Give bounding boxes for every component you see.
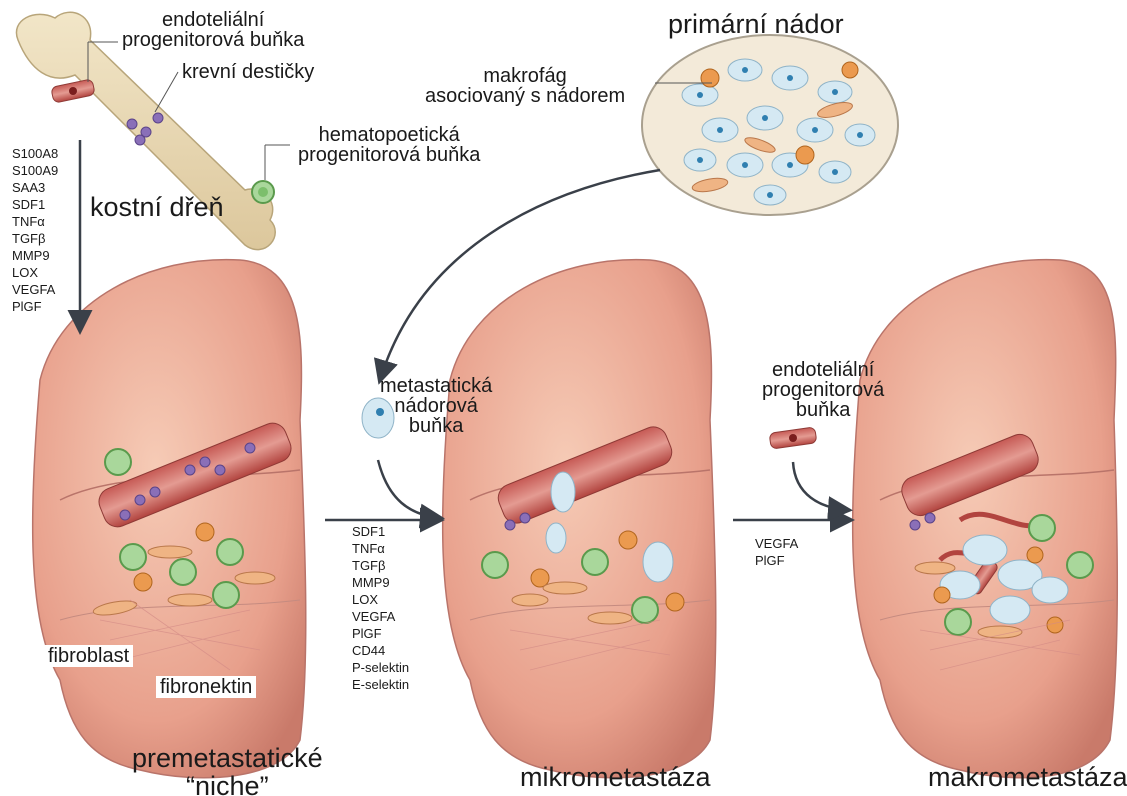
factor-item: SDF1: [352, 523, 409, 540]
label-hpc: hematopoetická progenitorová buňka: [298, 125, 480, 165]
hematopoietic-progenitor-cell-in-bone: [252, 181, 274, 203]
label-hpc-line-2: progenitorová buňka: [298, 145, 480, 165]
lung-premetastatic: [33, 260, 306, 778]
label-micrometastasis: mikrometastáza: [520, 763, 711, 791]
factor-item: E-selektin: [352, 676, 409, 693]
factor-item: PlGF: [755, 552, 798, 569]
endothelial-progenitor-cell-in-bone: [51, 79, 95, 103]
factor-item: S100A8: [12, 145, 58, 162]
factor-item: VEGFA: [352, 608, 409, 625]
label-epc-free-line-1: endoteliální: [762, 360, 884, 380]
label-primary-tumor: primární nádor: [668, 10, 844, 38]
label-tam: makrofág asociovaný s nádorem: [425, 66, 625, 106]
endothelial-progenitor-cell-free: [769, 427, 817, 449]
factor-item: MMP9: [352, 574, 409, 591]
label-fibronectin: fibronektin: [156, 676, 256, 698]
factor-item: PlGF: [12, 298, 58, 315]
factor-item: PlGF: [352, 625, 409, 642]
factor-item: TNFα: [12, 213, 58, 230]
factor-list-bone: S100A8 S100A9 SAA3 SDF1 TNFα TGFβ MMP9 L…: [12, 145, 58, 315]
label-epc-bone-line-2: progenitorová buňka: [122, 30, 304, 50]
label-epc-bone-line-1: endoteliální: [122, 10, 304, 30]
label-premetastatic-line-1: premetastatické: [132, 744, 323, 772]
label-hpc-line-1: hematopoetická: [298, 125, 480, 145]
factor-item: TNFα: [352, 540, 409, 557]
label-epc-free-line-3: buňka: [762, 400, 884, 420]
lung-macrometastasis: [853, 260, 1118, 778]
label-tam-line-2: asociovaný s nádorem: [425, 86, 625, 106]
factor-list-niche: SDF1 TNFα TGFβ MMP9 LOX VEGFA PlGF CD44 …: [352, 523, 409, 693]
label-metastatic-cell-line-3: buňka: [380, 416, 492, 436]
label-premetastatic-niche: premetastatické “niche”: [132, 744, 323, 796]
factor-item: VEGFA: [12, 281, 58, 298]
label-metastatic-cell-line-2: nádorová: [380, 396, 492, 416]
label-premetastatic-line-2: “niche”: [132, 772, 323, 796]
factor-item: LOX: [12, 264, 58, 281]
label-platelets: krevní destičky: [182, 62, 314, 82]
factor-item: MMP9: [12, 247, 58, 264]
label-metastatic-cell-line-1: metastatická: [380, 376, 492, 396]
label-bone-marrow: kostní dřeň: [90, 193, 224, 221]
factor-item: CD44: [352, 642, 409, 659]
label-metastatic-cell: metastatická nádorová buňka: [380, 376, 492, 436]
lung-micrometastasis: [443, 260, 716, 778]
label-epc-free: endoteliální progenitorová buňka: [762, 360, 884, 420]
label-epc-bone: endoteliální progenitorová buňka: [122, 10, 304, 50]
label-fibroblast: fibroblast: [44, 645, 133, 667]
leader-platelets: [155, 72, 178, 112]
factor-item: SAA3: [12, 179, 58, 196]
factor-item: S100A9: [12, 162, 58, 179]
factor-item: SDF1: [12, 196, 58, 213]
factor-item: VEGFA: [755, 535, 798, 552]
factor-item: P-selektin: [352, 659, 409, 676]
factor-item: TGFβ: [352, 557, 409, 574]
label-macrometastasis: makrometastáza: [928, 763, 1127, 791]
label-epc-free-line-2: progenitorová: [762, 380, 884, 400]
factor-list-macro: VEGFA PlGF: [755, 535, 798, 569]
label-tam-line-1: makrofág: [425, 66, 625, 86]
factor-item: TGFβ: [12, 230, 58, 247]
factor-item: LOX: [352, 591, 409, 608]
primary-tumor: [642, 35, 898, 215]
arrow-ctc-to-lung-2: [378, 460, 440, 518]
arrow-epc-to-lung-3: [793, 462, 848, 510]
